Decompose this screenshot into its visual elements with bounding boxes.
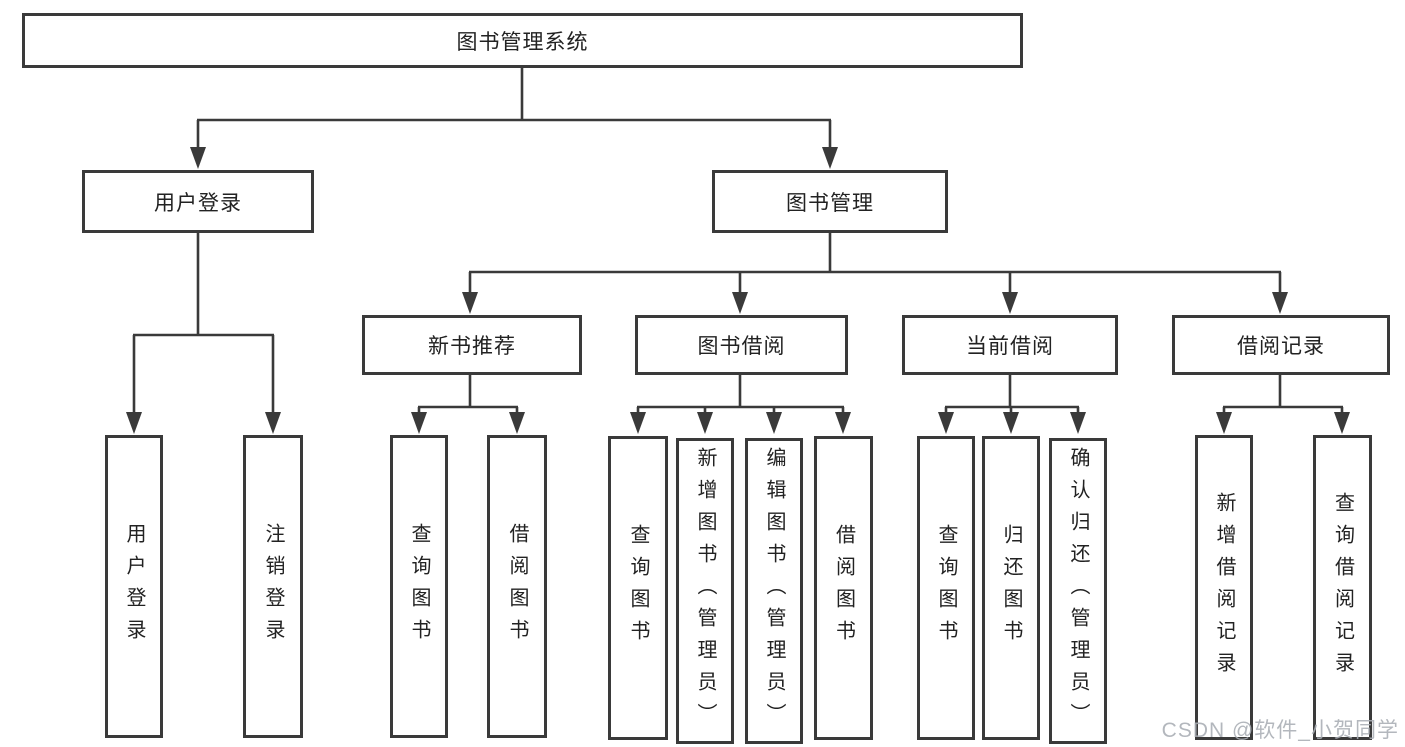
leaf-return-book: 归还图书	[982, 436, 1040, 740]
node-book-borrow: 图书借阅	[635, 315, 848, 375]
leaf-borrow-book-1: 借阅图书	[487, 435, 547, 738]
leaf-user-login-label: 用户登录	[123, 522, 145, 651]
leaf-query-borrow-record: 查询借阅记录	[1313, 435, 1372, 740]
leaf-query-book-3-label: 查询图书	[935, 524, 957, 652]
leaf-edit-book-admin: 编辑图书（管理员）	[745, 438, 803, 744]
leaf-confirm-return-admin-label: 确认归还（管理员）	[1067, 447, 1089, 735]
leaf-logout: 注销登录	[243, 435, 303, 738]
leaf-add-borrow-record-label: 新增借阅记录	[1213, 491, 1235, 684]
leaf-add-borrow-record: 新增借阅记录	[1195, 435, 1253, 740]
leaf-query-book-1-label: 查询图书	[408, 522, 430, 651]
node-user-login: 用户登录	[82, 170, 314, 233]
leaf-add-book-admin: 新增图书（管理员）	[676, 438, 734, 744]
leaf-query-book-2: 查询图书	[608, 436, 668, 740]
leaf-borrow-book-2-label: 借阅图书	[832, 524, 855, 652]
node-root: 图书管理系统	[22, 13, 1023, 68]
node-borrow-record: 借阅记录	[1172, 315, 1390, 375]
leaf-return-book-label: 归还图书	[1000, 524, 1022, 652]
leaf-logout-label: 注销登录	[262, 522, 284, 651]
leaf-query-book-3: 查询图书	[917, 436, 975, 740]
leaf-query-book-2-label: 查询图书	[627, 524, 649, 652]
leaf-query-borrow-record-label: 查询借阅记录	[1331, 491, 1354, 684]
leaf-borrow-book-1-label: 借阅图书	[506, 522, 528, 651]
leaf-add-book-admin-label: 新增图书（管理员）	[694, 447, 716, 735]
node-current-borrow: 当前借阅	[902, 315, 1118, 375]
leaf-confirm-return-admin: 确认归还（管理员）	[1049, 438, 1107, 744]
node-book-management: 图书管理	[712, 170, 948, 233]
leaf-query-book-1: 查询图书	[390, 435, 448, 738]
node-new-book-recommend: 新书推荐	[362, 315, 582, 375]
watermark: CSDN @软件_小贺同学	[1161, 719, 1399, 742]
leaf-user-login: 用户登录	[105, 435, 163, 738]
leaf-edit-book-admin-label: 编辑图书（管理员）	[763, 447, 785, 735]
leaf-borrow-book-2: 借阅图书	[814, 436, 873, 740]
